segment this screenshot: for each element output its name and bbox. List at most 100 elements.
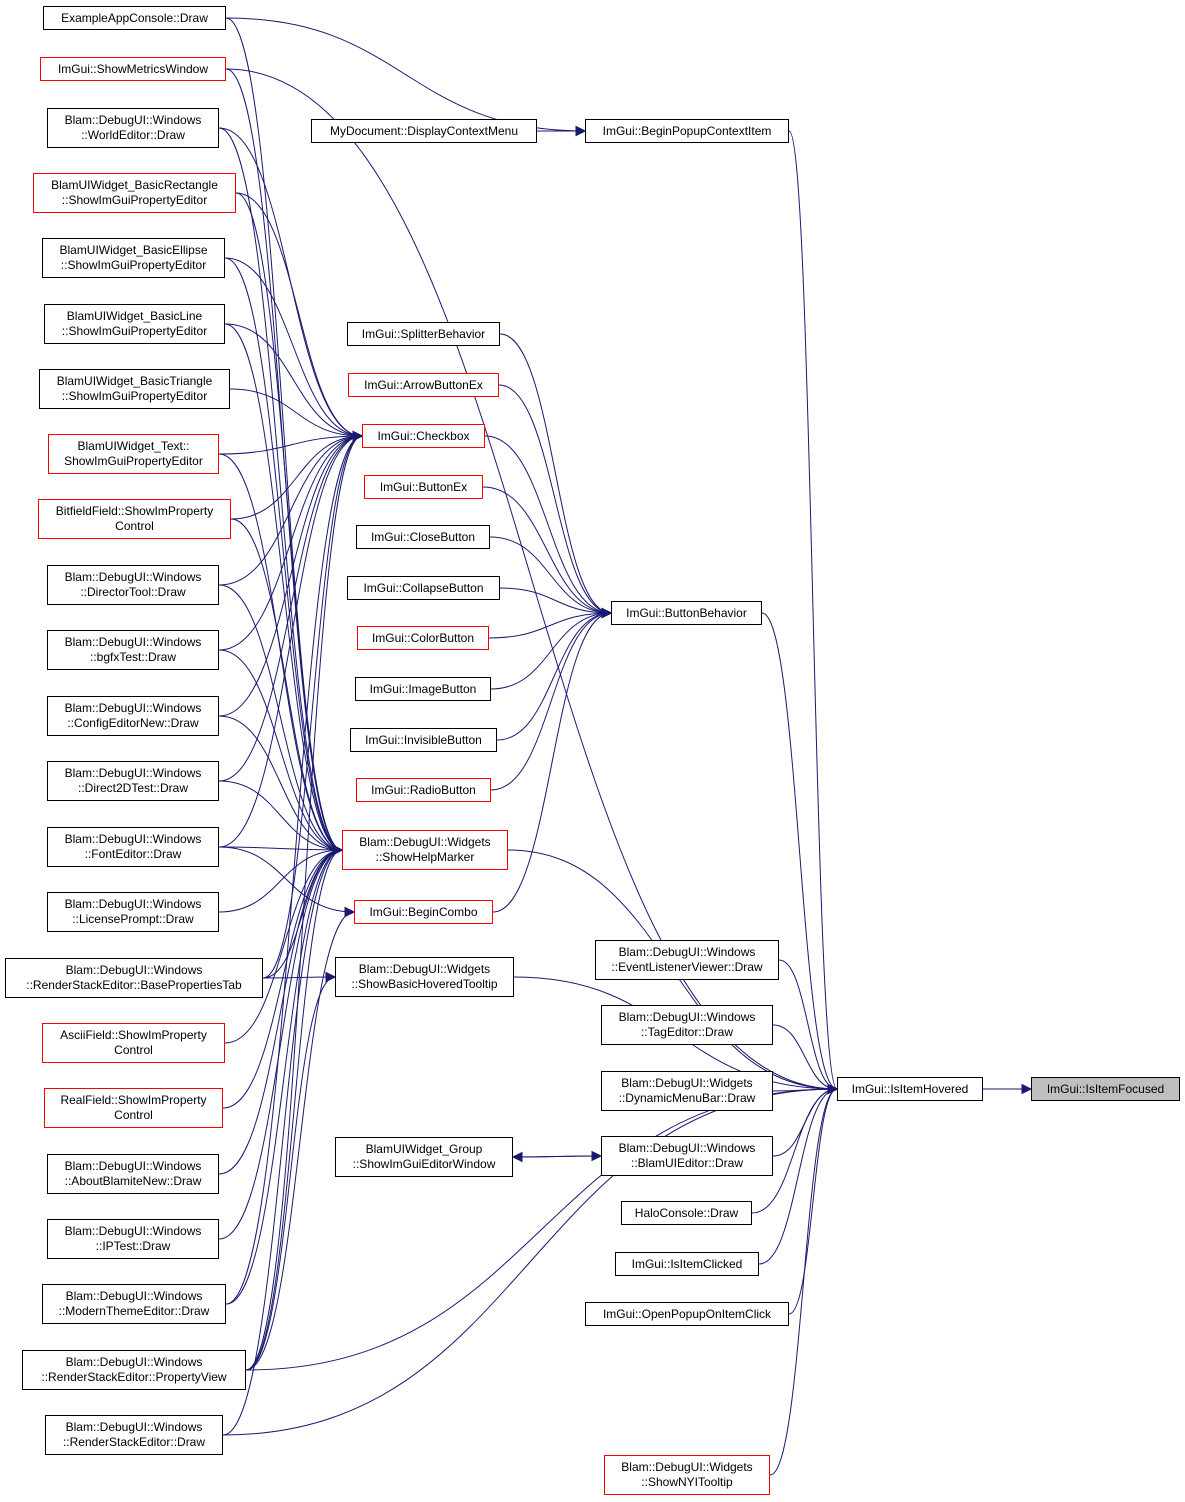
node-label: ImGui::ImageButton <box>369 681 477 696</box>
edge-propertyview-to-helpmarker <box>245 849 343 1371</box>
node-dynamicmenubar[interactable]: Blam::DebugUI::Widgets::DynamicMenuBar::… <box>601 1071 773 1111</box>
edge-basicline-to-helpmarker <box>224 323 343 851</box>
edge-isitemclicked-to-isitemhovered <box>758 1088 838 1265</box>
node-closebutton[interactable]: ImGui::CloseButton <box>356 525 490 549</box>
node-eventlistener[interactable]: Blam::DebugUI::Windows::EventListenerVie… <box>595 940 779 980</box>
node-label: ImGui::InvisibleButton <box>365 732 482 747</box>
edge-baseprops-to-checkbox <box>262 435 363 979</box>
node-tageditor[interactable]: Blam::DebugUI::Windows::TagEditor::Draw <box>601 1005 773 1045</box>
node-label: ::ShowBasicHoveredTooltip <box>351 977 498 991</box>
node-moderntheme[interactable]: Blam::DebugUI::Windows::ModernThemeEdito… <box>42 1284 226 1324</box>
edge-showmetrics-to-isitemhovered <box>225 68 838 1090</box>
edge-basicellipse-to-helpmarker <box>224 257 343 851</box>
node-label: Blam::DebugUI::Windows <box>618 1141 756 1155</box>
node-configeditor[interactable]: Blam::DebugUI::Windows::ConfigEditorNew:… <box>47 696 219 736</box>
edge-groupeditor-to-blamuieditor <box>512 1155 602 1158</box>
edge-arrowhead <box>325 971 337 983</box>
node-propertyview[interactable]: Blam::DebugUI::Windows::RenderStackEdito… <box>22 1350 246 1390</box>
node-label: Blam::DebugUI::Windows <box>64 897 202 911</box>
node-beginpopup[interactable]: ImGui::BeginPopupContextItem <box>585 119 789 143</box>
node-mydocument[interactable]: MyDocument::DisplayContextMenu <box>311 119 537 143</box>
node-hoveredtooltip[interactable]: Blam::DebugUI::Widgets::ShowBasicHovered… <box>335 957 514 997</box>
node-groupeditor[interactable]: BlamUIWidget_Group::ShowImGuiEditorWindo… <box>335 1137 513 1177</box>
node-begincombo[interactable]: ImGui::BeginCombo <box>354 900 493 924</box>
node-isitemhovered[interactable]: ImGui::IsItemHovered <box>837 1077 983 1101</box>
node-basictriangle[interactable]: BlamUIWidget_BasicTriangle::ShowImGuiPro… <box>39 369 230 409</box>
node-buttonbehavior[interactable]: ImGui::ButtonBehavior <box>611 601 762 625</box>
edge-fonteditor-to-begincombo <box>218 846 355 913</box>
node-widgettext[interactable]: BlamUIWidget_Text::ShowImGuiPropertyEdit… <box>48 434 219 474</box>
node-label: ::ConfigEditorNew::Draw <box>67 716 199 730</box>
edge-arrowhead <box>352 430 364 442</box>
node-label: Blam::DebugUI::Windows <box>64 635 202 649</box>
node-label: ImGui::ArrowButtonEx <box>364 377 483 392</box>
edge-fonteditor-to-checkbox <box>218 435 363 848</box>
node-fonteditor[interactable]: Blam::DebugUI::Windows::FontEditor::Draw <box>47 827 219 867</box>
node-label: ImGui::ShowMetricsWindow <box>57 61 209 76</box>
node-label: Blam::DebugUI::Windows <box>64 832 202 846</box>
node-exampleapp[interactable]: ExampleAppConsole::Draw <box>43 6 226 30</box>
node-checkbox[interactable]: ImGui::Checkbox <box>362 424 485 448</box>
node-basicline[interactable]: BlamUIWidget_BasicLine::ShowImGuiPropert… <box>44 304 225 344</box>
node-label: ImGui::ButtonBehavior <box>626 605 747 620</box>
edge-splitter-to-buttonbehavior <box>499 333 612 614</box>
node-arrowbutton[interactable]: ImGui::ArrowButtonEx <box>348 373 499 397</box>
node-collapsebutton[interactable]: ImGui::CollapseButton <box>347 576 500 600</box>
node-shownyi[interactable]: Blam::DebugUI::Widgets::ShowNYITooltip <box>604 1455 770 1495</box>
node-label: ImGui::IsItemHovered <box>851 1081 969 1096</box>
node-isitemfocused: ImGui::IsItemFocused <box>1031 1077 1180 1101</box>
edge-bitfield-to-checkbox <box>230 435 363 520</box>
node-label: Blam::DebugUI::Windows <box>64 1224 202 1238</box>
node-directortool[interactable]: Blam::DebugUI::Windows::DirectorTool::Dr… <box>47 565 219 605</box>
node-label: ImGui::OpenPopupOnItemClick <box>602 1306 772 1321</box>
node-helpmarker[interactable]: Blam::DebugUI::Widgets::ShowHelpMarker <box>342 830 508 870</box>
node-basicellipse[interactable]: BlamUIWidget_BasicEllipse::ShowImGuiProp… <box>42 238 225 278</box>
node-colorbutton[interactable]: ImGui::ColorButton <box>357 626 489 650</box>
node-label: BlamUIWidget_BasicEllipse <box>59 243 208 257</box>
node-iptest[interactable]: Blam::DebugUI::Windows::IPTest::Draw <box>47 1219 219 1259</box>
node-label: ShowImGuiPropertyEditor <box>64 454 203 468</box>
node-bgfxtest[interactable]: Blam::DebugUI::Windows::bgfxTest::Draw <box>47 630 219 670</box>
edge-arrowbutton-to-buttonbehavior <box>498 384 612 614</box>
edge-buttonbehavior-to-isitemhovered <box>761 612 838 1090</box>
node-label: Blam::DebugUI::Windows <box>65 1420 203 1434</box>
node-label: ImGui::BeginPopupContextItem <box>602 123 772 138</box>
node-label: Blam::DebugUI::Windows <box>64 1159 202 1173</box>
edge-bgfxtest-to-helpmarker <box>218 649 343 851</box>
node-radiobutton[interactable]: ImGui::RadioButton <box>356 778 491 802</box>
edge-eventlistener-to-isitemhovered <box>778 959 838 1090</box>
node-licenseprompt[interactable]: Blam::DebugUI::Windows::LicensePrompt::D… <box>47 892 219 932</box>
edge-basictriangle-to-checkbox <box>229 388 363 437</box>
node-baseprops[interactable]: Blam::DebugUI::Windows::RenderStackEdito… <box>5 958 263 998</box>
edge-propertyview-to-begincombo <box>245 911 355 1371</box>
node-blamuieditor[interactable]: Blam::DebugUI::Windows::BlamUIEditor::Dr… <box>601 1136 773 1176</box>
node-label: Blam::DebugUI::Widgets <box>359 835 491 849</box>
node-invisiblebutton[interactable]: ImGui::InvisibleButton <box>350 728 497 752</box>
node-direct2d[interactable]: Blam::DebugUI::Windows::Direct2DTest::Dr… <box>47 761 219 801</box>
node-label: ::WorldEditor::Draw <box>81 128 185 142</box>
node-isitemclicked[interactable]: ImGui::IsItemClicked <box>615 1252 759 1276</box>
edge-shownyi-to-isitemhovered <box>769 1088 838 1476</box>
node-buttonex[interactable]: ImGui::ButtonEx <box>364 475 483 499</box>
node-openpopup[interactable]: ImGui::OpenPopupOnItemClick <box>585 1302 789 1326</box>
node-imagebutton[interactable]: ImGui::ImageButton <box>355 677 491 701</box>
node-label: BlamUIWidget_BasicRectangle <box>51 178 218 192</box>
node-showmetrics[interactable]: ImGui::ShowMetricsWindow <box>40 57 226 81</box>
node-label: Blam::DebugUI::Windows <box>618 1010 756 1024</box>
edge-basicrect-to-checkbox <box>235 192 363 437</box>
node-splitter[interactable]: ImGui::SplitterBehavior <box>347 322 500 346</box>
node-label: AsciiField::ShowImProperty <box>60 1028 207 1042</box>
node-aboutblamite[interactable]: Blam::DebugUI::Windows::AboutBlamiteNew:… <box>47 1154 219 1194</box>
node-worldeditor[interactable]: Blam::DebugUI::Windows::WorldEditor::Dra… <box>47 108 219 148</box>
node-label: Blam::DebugUI::Windows <box>64 701 202 715</box>
edge-fonteditor-to-helpmarker <box>218 846 343 851</box>
node-haloconsole[interactable]: HaloConsole::Draw <box>621 1201 752 1225</box>
edge-arrowhead <box>601 607 613 619</box>
edge-colorbutton-to-buttonbehavior <box>488 612 612 639</box>
node-basicrect[interactable]: BlamUIWidget_BasicRectangle::ShowImGuiPr… <box>33 173 236 213</box>
edge-direct2d-to-helpmarker <box>218 780 343 851</box>
node-rsedraw[interactable]: Blam::DebugUI::Windows::RenderStackEdito… <box>45 1415 223 1455</box>
